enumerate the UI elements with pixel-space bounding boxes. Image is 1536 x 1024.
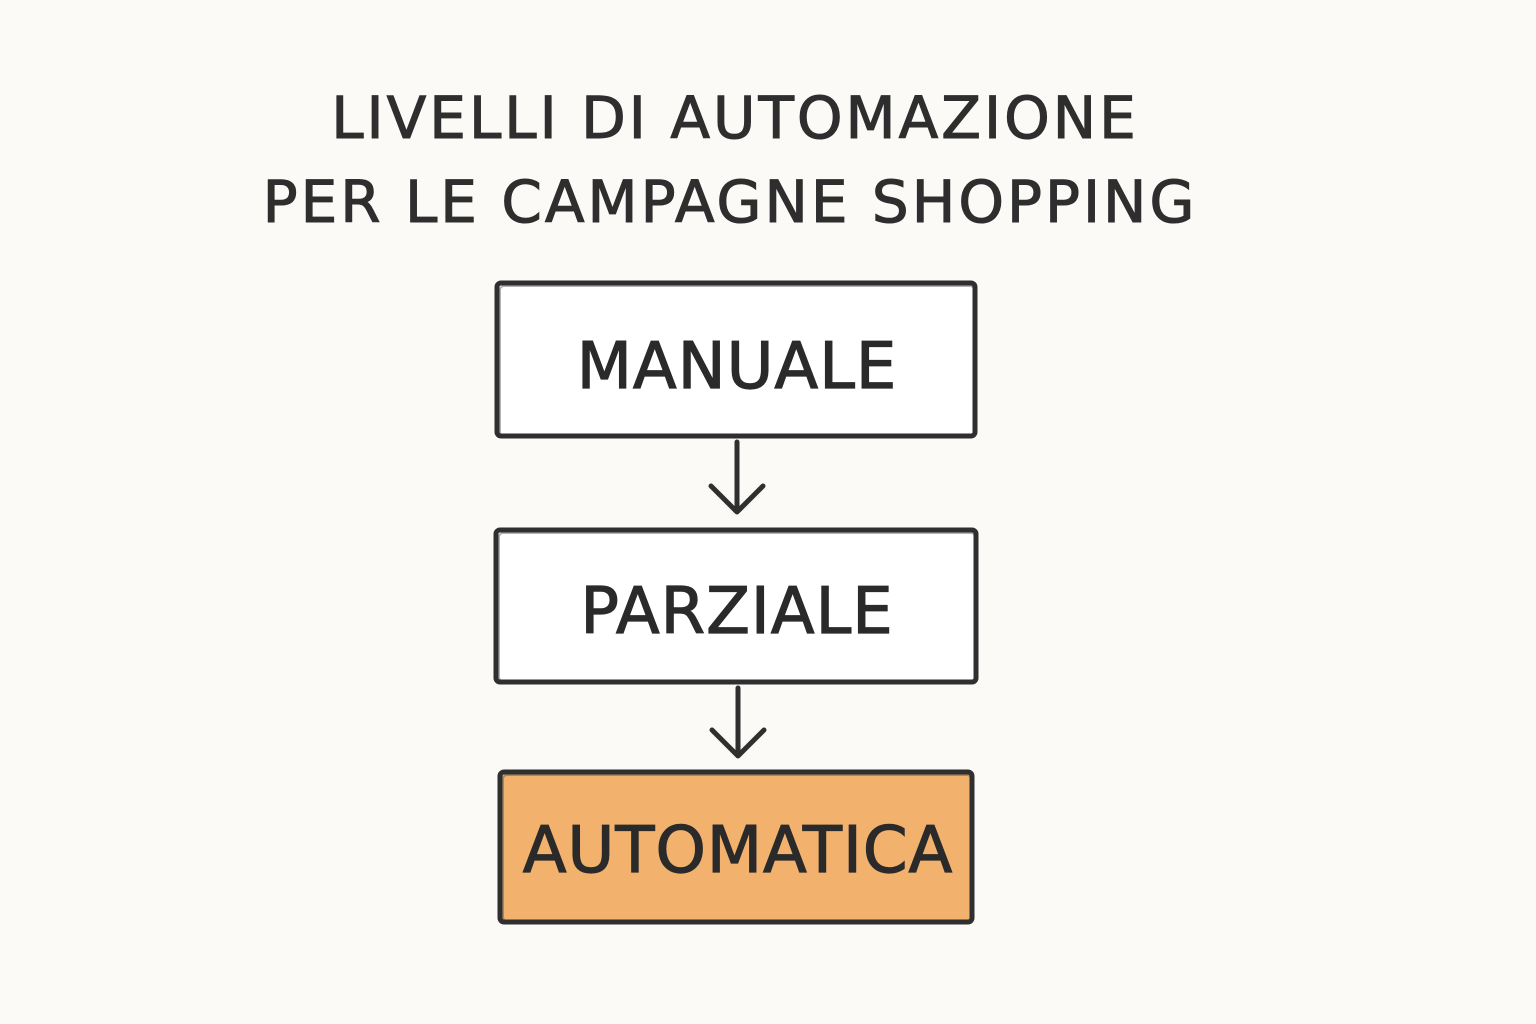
level-box-manuale: MANUALE (494, 280, 978, 439)
level-box-parziale: PARZIALE (493, 527, 979, 685)
level-box-parziale-fill (496, 530, 976, 682)
level-box-automatica: AUTOMATICA (497, 769, 975, 925)
level-label-parziale: PARZIALE (580, 575, 893, 649)
title-line-2: PER LE CAMPAGNE SHOPPING (263, 168, 1198, 236)
arrow-1-head (708, 483, 766, 515)
level-label-automatica: AUTOMATICA (523, 814, 954, 888)
level-box-manuale-outline (494, 280, 978, 439)
arrow-down-icon (708, 439, 766, 515)
level-box-manuale-fill (497, 283, 975, 436)
arrow-2-head (709, 727, 767, 759)
arrow-down-icon (709, 685, 767, 759)
level-box-automatica-fill (500, 772, 972, 922)
level-label-manuale: MANUALE (577, 330, 898, 404)
level-box-automatica-outline (497, 769, 975, 925)
level-box-parziale-outline (493, 527, 979, 685)
title-line-1: LIVELLI DI AUTOMAZIONE (331, 84, 1139, 152)
